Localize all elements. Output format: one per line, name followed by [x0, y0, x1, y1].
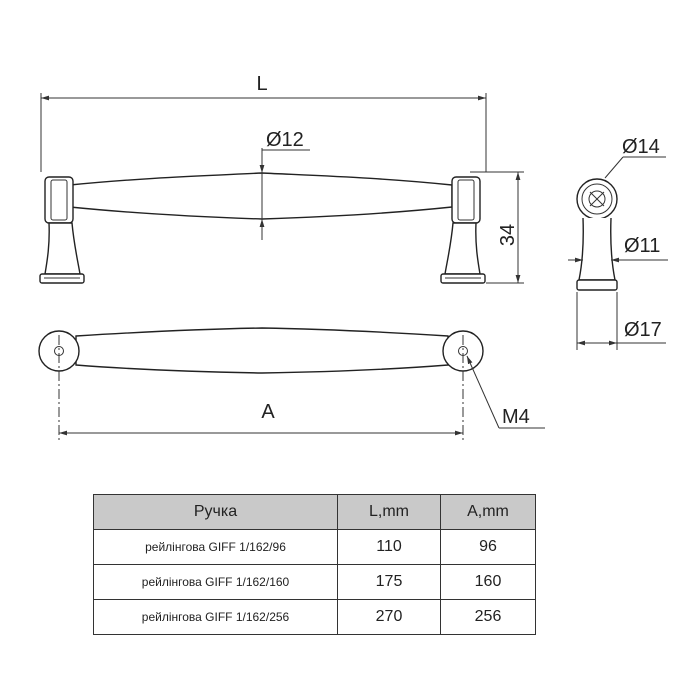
row-spacing: 96 [440, 529, 536, 565]
hole-spacing-label: A [261, 401, 275, 423]
top-view: A M4 [38, 327, 545, 440]
header-handle: Ручка [93, 494, 338, 530]
header-spacing: A,mm [440, 494, 536, 530]
side-view: L Ø12 34 [39, 73, 524, 284]
row-length: 270 [337, 599, 441, 635]
table-row: рейлінгова GIFF 1/162/256 270 256 [93, 599, 536, 635]
neck-diameter-label: Ø11 [624, 235, 660, 257]
table-row: рейлінгова GIFF 1/162/160 175 160 [93, 564, 536, 600]
end-view: Ø14 Ø11 Ø17 [568, 136, 668, 350]
handle-bar-top [75, 327, 449, 374]
row-length: 110 [337, 529, 441, 565]
row-spacing: 256 [440, 599, 536, 635]
row-spacing: 160 [440, 564, 536, 600]
bar-diameter-label: Ø12 [266, 129, 304, 151]
header-length: L,mm [337, 494, 441, 530]
base-diameter-label: Ø17 [624, 319, 662, 341]
thread-label: M4 [502, 406, 530, 428]
row-name: рейлінгова GIFF 1/162/96 [93, 529, 338, 565]
head-diameter-label: Ø14 [622, 136, 660, 158]
specification-table: Ручка L,mm A,mm рейлінгова GIFF 1/162/96… [93, 494, 536, 635]
row-name: рейлінгова GIFF 1/162/160 [93, 564, 338, 600]
length-dimension-label: L [256, 73, 267, 95]
table-row: рейлінгова GIFF 1/162/96 110 96 [93, 529, 536, 565]
row-length: 175 [337, 564, 441, 600]
right-foot-side [440, 176, 486, 284]
row-name: рейлінгова GIFF 1/162/256 [93, 599, 338, 635]
handle-technical-drawing: L Ø12 34 Ø14 Ø11 Ø17 [38, 73, 668, 440]
height-dimension-label: 34 [497, 224, 519, 246]
table-header-row: Ручка L,mm A,mm [93, 494, 536, 530]
handle-bar-side [69, 172, 453, 220]
left-foot-side [39, 176, 85, 284]
